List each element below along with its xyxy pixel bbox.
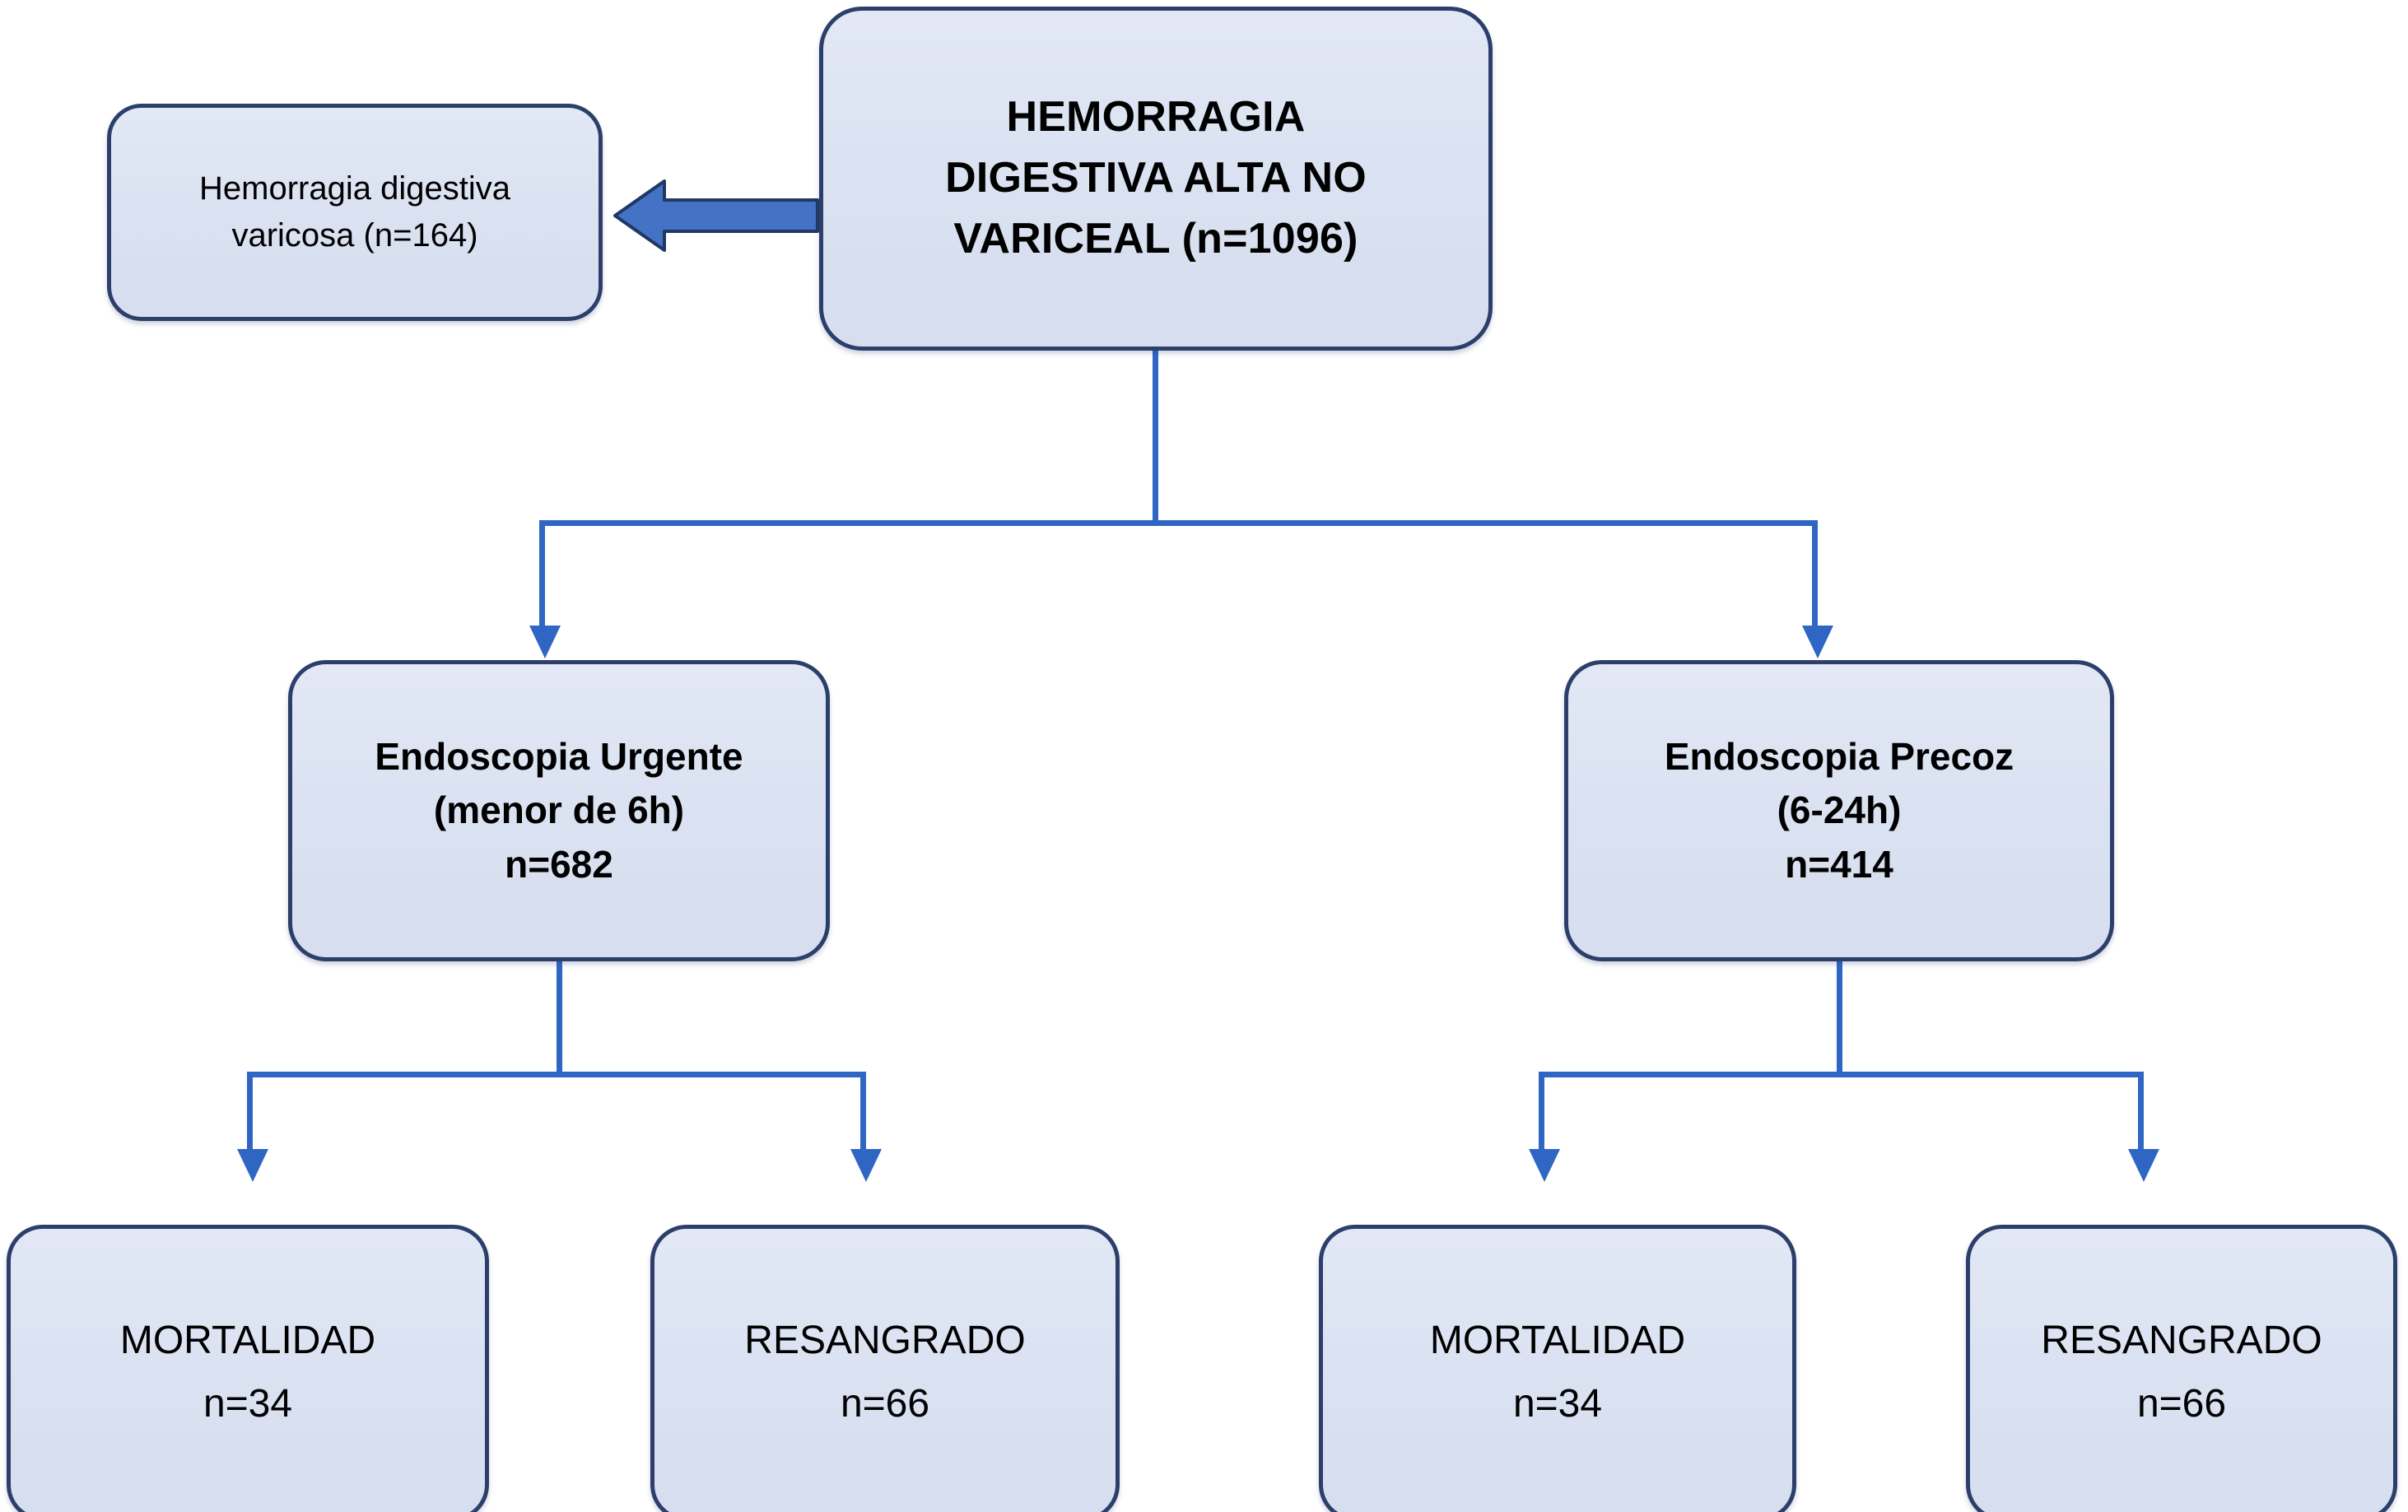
connector-level1-bar (539, 520, 1818, 526)
node-outcome-mortalidad-urgente[interactable]: MORTALIDAD n=34 (7, 1225, 489, 1512)
node-varicosa-line-1: Hemorragia digestiva (199, 170, 510, 207)
outcome-count: n=66 (2136, 1382, 2227, 1426)
node-outcome-mortalidad-precoz[interactable]: MORTALIDAD n=34 (1319, 1225, 1796, 1512)
arrowhead-to-mortalidad-2 (1529, 1149, 1560, 1182)
node-root-line-2: DIGESTIVA ALTA NO (945, 154, 1367, 202)
arrowhead-to-resangrado-2 (2128, 1149, 2159, 1182)
node-outcome-resangrado-precoz[interactable]: RESANGRADO n=66 (1966, 1225, 2397, 1512)
connector-right-branch-drop-2 (2138, 1072, 2144, 1154)
outcome-label: MORTALIDAD (119, 1319, 376, 1363)
node-endoscopia-urgente[interactable]: Endoscopia Urgente (menor de 6h) n=682 (288, 660, 830, 961)
node-precoz-line-2: (6-24h) (1777, 789, 1902, 832)
connector-root-stem (1153, 351, 1158, 525)
arrowhead-to-mortalidad-1 (237, 1149, 268, 1182)
node-outcome-resangrado-urgente[interactable]: RESANGRADO n=66 (650, 1225, 1120, 1512)
node-root-line-3: VARICEAL (n=1096) (953, 214, 1358, 263)
node-hemorragia-varicosa-excluded[interactable]: Hemorragia digestiva varicosa (n=164) (107, 104, 603, 321)
connector-left-branch-drop-2 (860, 1072, 866, 1154)
outcome-label: RESANGRADO (2041, 1319, 2322, 1363)
connector-right-branch-stem (1837, 961, 1842, 1077)
node-precoz-line-3: n=414 (1785, 842, 1893, 886)
outcome-count: n=34 (1512, 1382, 1603, 1426)
node-urgente-line-1: Endoscopia Urgente (375, 735, 743, 779)
arrowhead-to-resangrado-1 (850, 1149, 882, 1182)
node-endoscopia-precoz[interactable]: Endoscopia Precoz (6-24h) n=414 (1564, 660, 2114, 961)
node-varicosa-line-2: varicosa (n=164) (231, 217, 478, 254)
node-urgente-line-3: n=682 (505, 842, 613, 886)
arrowhead-to-endoscopia-precoz (1802, 626, 1833, 658)
connector-left-branch-bar (247, 1072, 866, 1077)
node-precoz-line-1: Endoscopia Precoz (1664, 735, 2014, 779)
connector-right-branch-drop-1 (1539, 1072, 1544, 1154)
connector-left-branch-stem (557, 961, 562, 1077)
outcome-count: n=34 (203, 1382, 293, 1426)
arrowhead-to-endoscopia-urgente (529, 626, 561, 658)
connector-right-branch-bar (1539, 1072, 2144, 1077)
connector-left-branch-drop-1 (247, 1072, 253, 1154)
connector-level1-drop-left (539, 520, 545, 631)
outcome-label: MORTALIDAD (1429, 1319, 1686, 1363)
outcome-label: RESANGRADO (744, 1319, 1026, 1363)
node-urgente-line-2: (menor de 6h) (433, 789, 685, 832)
node-hemorragia-no-variceal[interactable]: HEMORRAGIA DIGESTIVA ALTA NO VARICEAL (n… (819, 7, 1493, 351)
block-arrow-left-icon (613, 177, 819, 254)
outcome-count: n=66 (840, 1382, 930, 1426)
node-root-line-1: HEMORRAGIA (1006, 93, 1306, 142)
connector-level1-drop-right (1812, 520, 1818, 631)
